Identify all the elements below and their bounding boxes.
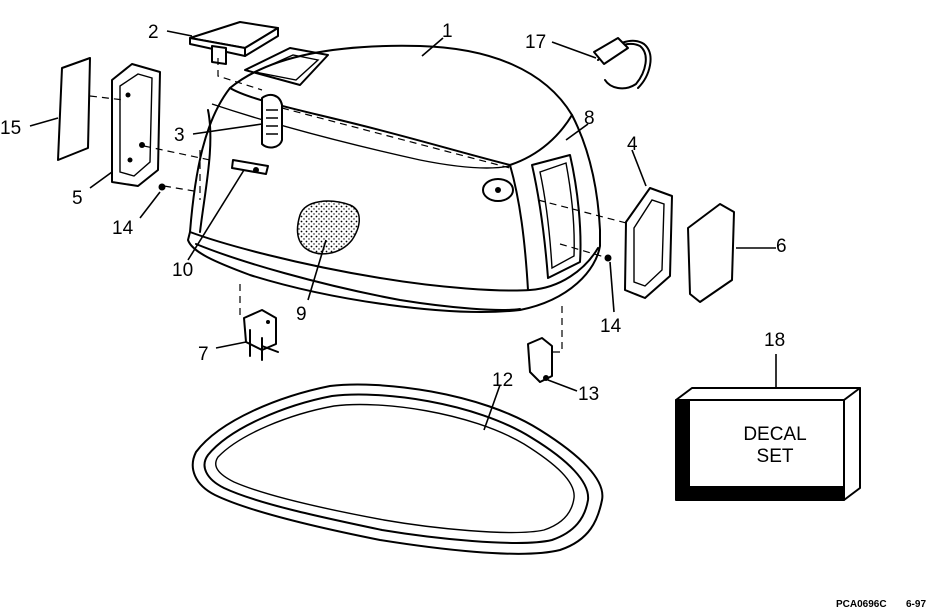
callout-2: 2 (148, 22, 159, 43)
decal-label-line1: DECAL (743, 424, 806, 445)
callout-15: 15 (0, 118, 21, 139)
callout-9: 9 (296, 304, 307, 325)
callout-14-right: 14 (600, 316, 622, 337)
side-bracket-left (111, 63, 161, 187)
cable-part (593, 37, 652, 90)
callout-6: 6 (776, 236, 787, 257)
drawing-code: PCA0696C (836, 599, 887, 610)
engine-cover (187, 44, 601, 313)
clip-bracket (527, 337, 553, 383)
callout-7: 7 (198, 344, 209, 365)
callout-5: 5 (72, 188, 83, 209)
leader-lines (29, 30, 777, 431)
side-bracket-right (624, 187, 673, 299)
side-plate-right (687, 203, 735, 303)
decal-set-box (675, 387, 861, 501)
decal-label-line2: SET (757, 446, 794, 467)
callout-1: 1 (442, 21, 453, 42)
drawing-date: 6-97 (906, 599, 926, 610)
callout-14-left: 14 (112, 218, 134, 239)
hinge-bracket (243, 309, 279, 361)
cover-seal (191, 383, 604, 555)
callout-4: 4 (627, 134, 638, 155)
screw-left (158, 183, 166, 191)
callout-13: 13 (578, 384, 599, 405)
callout-10: 10 (172, 260, 193, 281)
callout-3: 3 (174, 125, 185, 146)
assembly-lines (89, 58, 631, 353)
cap-part (189, 21, 279, 65)
side-plate-left (57, 57, 91, 161)
callout-12: 12 (492, 370, 513, 391)
callout-8: 8 (584, 108, 595, 129)
callout-18: 18 (764, 330, 785, 351)
callout-17: 17 (525, 32, 546, 53)
